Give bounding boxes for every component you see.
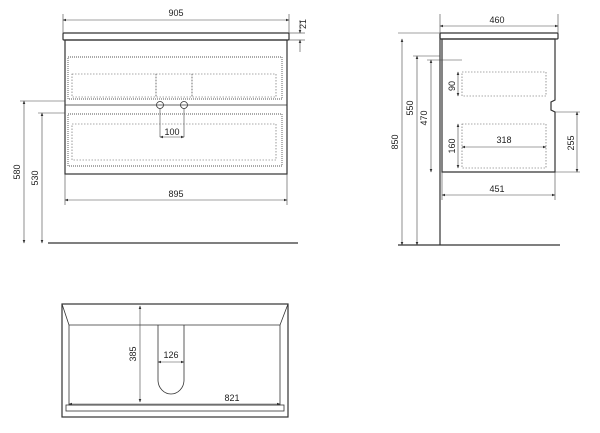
side-view: 460 90 850 550 470 160 318 255 451 (390, 14, 580, 246)
front-countertop (62, 32, 290, 41)
dim-470: 470 (419, 110, 429, 125)
front-view: 905 21 100 895 580 530 (12, 8, 308, 244)
front-top-drawer (67, 56, 283, 100)
dim-530: 530 (30, 170, 40, 185)
side-countertop (439, 32, 559, 40)
dim-821: 821 (224, 393, 239, 403)
dim-21: 21 (298, 19, 308, 29)
side-cabinet-body (441, 38, 556, 173)
dim-385: 385 (128, 346, 138, 361)
plan-pipe-cutout (157, 325, 185, 395)
dim-160: 160 (447, 138, 457, 153)
front-bottom-drawer (67, 113, 283, 167)
dim-850: 850 (390, 134, 400, 149)
front-cabinet-body (64, 39, 288, 175)
dim-90: 90 (447, 81, 457, 91)
dim-318: 318 (496, 135, 511, 145)
side-top-drawer (461, 71, 547, 97)
dim-460: 460 (489, 15, 504, 25)
dim-451: 451 (489, 184, 504, 194)
dim-905: 905 (168, 8, 183, 18)
side-bottom-drawer (461, 123, 547, 169)
plan-inner (68, 324, 281, 406)
dim-580: 580 (12, 164, 22, 179)
dim-895: 895 (168, 189, 183, 199)
dim-550: 550 (405, 100, 415, 115)
plan-view: 385 126 821 (61, 303, 289, 418)
plan-outer (61, 303, 289, 418)
dim-100: 100 (164, 127, 179, 137)
dim-126: 126 (163, 350, 178, 360)
dim-255: 255 (566, 135, 576, 150)
